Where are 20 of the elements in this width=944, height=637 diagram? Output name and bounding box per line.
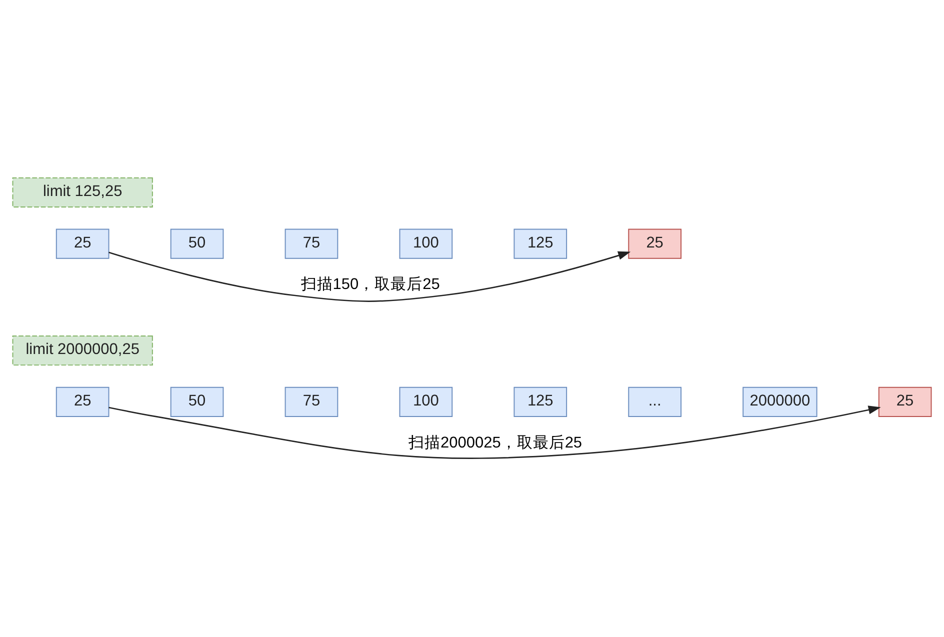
node-box: 75 [284, 228, 338, 258]
node-box: 50 [170, 228, 224, 258]
node-box: limit 2000000,25 [12, 335, 153, 366]
node-box: 25 [878, 386, 932, 416]
node-box: 75 [284, 386, 338, 416]
node-box: limit 125,25 [12, 176, 153, 207]
arrow [108, 250, 631, 302]
node-box: 2000000 [742, 386, 818, 416]
node-box: 100 [399, 386, 453, 416]
node-box: 25 [628, 228, 682, 258]
node-box: 25 [56, 386, 110, 416]
node-box: ... [628, 386, 682, 416]
arrow [108, 405, 881, 458]
node-box: 100 [399, 228, 453, 258]
node-box: 50 [170, 386, 224, 416]
node-box: 125 [514, 228, 568, 258]
node-box: 125 [514, 386, 568, 416]
edge-label: 扫描2000025，取最后25 [408, 434, 582, 451]
edge-label: 扫描150，取最后25 [300, 276, 440, 293]
node-box: 25 [56, 228, 110, 258]
